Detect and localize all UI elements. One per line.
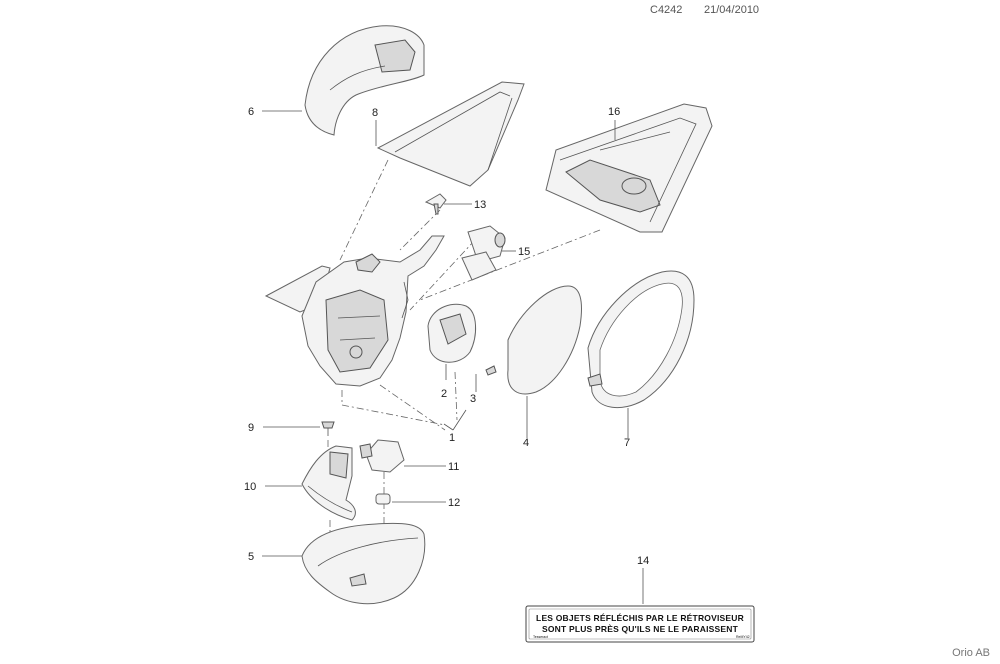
callout-2: 2: [441, 388, 447, 400]
drawing-date: 21/04/2010: [704, 4, 760, 16]
callout-12: 12: [448, 497, 460, 509]
callout-4: 4: [523, 437, 529, 449]
part-4-mirror-glass: [507, 285, 582, 395]
callout-10: 10: [244, 481, 256, 493]
part-13-screw: [424, 193, 447, 215]
part-3-small-screw: [485, 365, 497, 376]
callout-14: 14: [637, 555, 649, 567]
part-12-bulb: [375, 493, 391, 505]
callout-9: 9: [248, 422, 254, 434]
callout-numbers: 1 2 3 4 5 6 7 8 9 10 11 12 13 14 15 16: [244, 106, 649, 567]
callout-8: 8: [372, 107, 378, 119]
part-9-screw: [321, 421, 335, 436]
callout-15: 15: [518, 246, 530, 258]
warning-line-2: SONT PLUS PRÈS QU'ILS NE LE PARAISSENT: [542, 624, 739, 634]
warning-small-left: Tesseract: [533, 635, 548, 639]
part-16-inner-cover: [545, 103, 713, 233]
part-11-bulb-holder: [359, 439, 405, 473]
drawing-number: C4242: [650, 4, 683, 16]
callout-7: 7: [624, 437, 630, 449]
warning-small-right: ReMY42: [736, 635, 750, 639]
footer-brand: Orio AB: [952, 647, 990, 659]
callout-16: 16: [608, 106, 620, 118]
part-10-turn-signal: [301, 445, 356, 521]
part-5-lower-cap: [301, 522, 426, 605]
assembly-lines: [327, 159, 601, 545]
part-15-connector: [461, 225, 506, 281]
warning-line-1: LES OBJETS RÉFLÉCHIS PAR LE RÉTROVISEUR: [536, 613, 744, 623]
callout-11: 11: [448, 461, 459, 473]
part-6-upper-cap: [304, 25, 425, 136]
part-8-sail-trim: [376, 81, 525, 187]
mirror-housing-assembly: [264, 235, 445, 387]
callout-5: 5: [248, 551, 254, 563]
leader-lines: [262, 110, 644, 604]
part-2-glass-actuator: [427, 303, 476, 363]
part-7-glass-frame: [587, 270, 695, 409]
callout-1: 1: [449, 432, 455, 444]
part-14-warning-label: LES OBJETS RÉFLÉCHIS PAR LE RÉTROVISEUR …: [525, 605, 755, 643]
callout-13: 13: [474, 199, 486, 211]
callout-6: 6: [248, 106, 254, 118]
callout-3: 3: [470, 393, 476, 405]
